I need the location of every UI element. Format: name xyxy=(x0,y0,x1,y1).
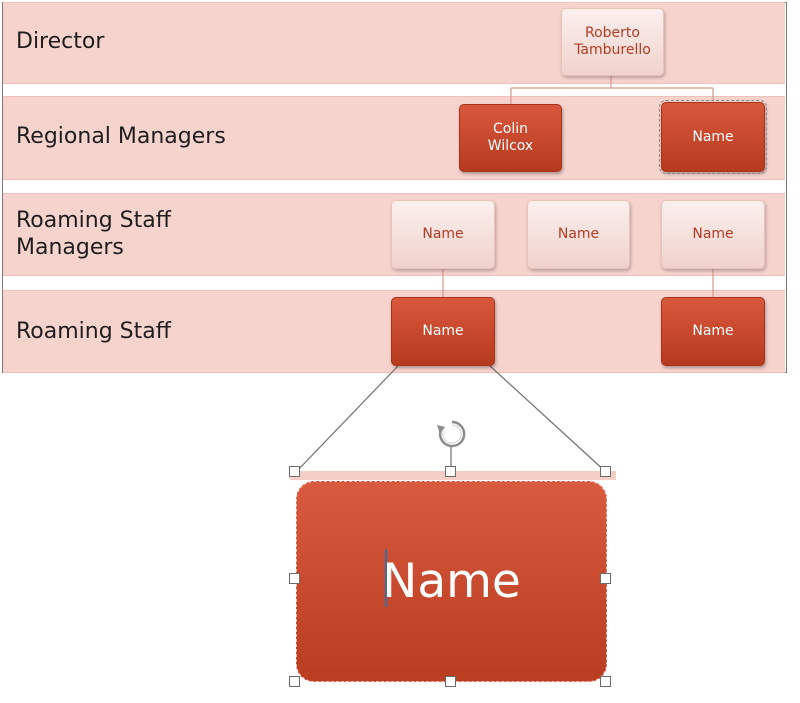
node-label: Colin Wilcox xyxy=(487,121,534,154)
node-staff-manager[interactable]: Name xyxy=(391,200,495,269)
node-staff-manager[interactable]: Name xyxy=(661,200,765,269)
node-label: Roberto Tamburello xyxy=(574,25,651,58)
zoomed-node[interactable]: Name xyxy=(296,481,607,682)
resize-handle-bottom-left[interactable] xyxy=(289,676,300,687)
zoomed-node-label[interactable]: Name xyxy=(382,553,521,609)
node-director[interactable]: Roberto Tamburello xyxy=(561,8,664,76)
resize-handle-top-center[interactable] xyxy=(445,466,456,477)
rotate-handle-icon[interactable] xyxy=(434,416,470,452)
node-staff[interactable]: Name xyxy=(661,297,765,366)
node-label: Name xyxy=(422,323,464,339)
node-label: Name xyxy=(422,226,464,242)
node-regional-manager-selected[interactable]: Name xyxy=(659,100,767,174)
band-label: Roaming Staff xyxy=(16,319,171,344)
band-regional-managers: Regional Managers xyxy=(3,96,785,180)
node-staff-manager[interactable]: Name xyxy=(527,200,630,269)
node-label: Name xyxy=(692,323,734,339)
node-regional-manager[interactable]: Colin Wilcox xyxy=(459,104,562,172)
resize-handle-middle-left[interactable] xyxy=(289,573,300,584)
band-label: Regional Managers xyxy=(16,124,226,149)
band-label: Director xyxy=(16,29,105,54)
resize-handle-top-left[interactable] xyxy=(289,466,300,477)
node-label: Name xyxy=(692,226,734,242)
node-label: Name xyxy=(692,128,734,145)
node-staff[interactable]: Name xyxy=(391,297,495,366)
text-cursor xyxy=(385,549,387,607)
resize-handle-top-right[interactable] xyxy=(600,466,611,477)
resize-handle-middle-right[interactable] xyxy=(600,573,611,584)
node-label: Name xyxy=(557,226,600,242)
band-label: Roaming Staff Managers xyxy=(16,208,171,260)
resize-handle-bottom-right[interactable] xyxy=(600,676,611,687)
resize-handle-bottom-center[interactable] xyxy=(445,676,456,687)
